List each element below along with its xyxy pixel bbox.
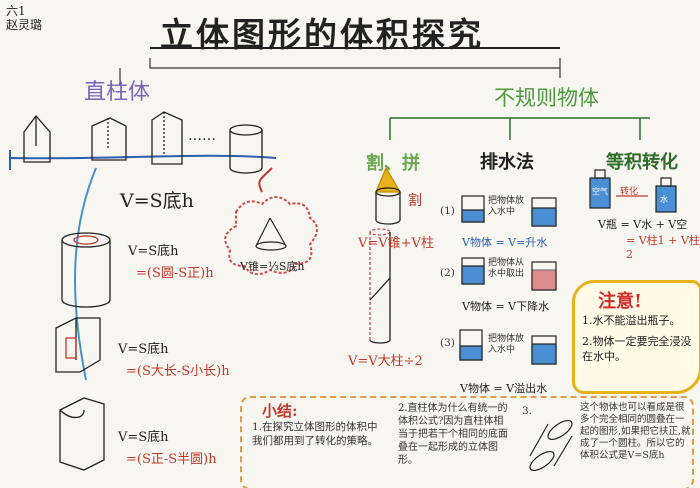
cone-shape bbox=[255, 217, 287, 251]
red-arrow bbox=[258, 167, 273, 193]
cut-prism bbox=[59, 397, 105, 471]
bottle-water-label: 水 bbox=[660, 195, 668, 204]
sub-cut: 割、拼 bbox=[366, 153, 420, 174]
water-step1-text: 把物体放入水中 bbox=[488, 196, 525, 217]
formula-b2: =(S大长-S小长)h bbox=[126, 364, 230, 379]
summary-point1: 1.在探究立体图形的体积中我们都用到了转化的策略。 bbox=[252, 421, 378, 447]
equal-arrow-label: 转化 bbox=[620, 187, 639, 197]
cloud-shape bbox=[224, 196, 318, 276]
student-name: 赵灵璐 bbox=[6, 18, 43, 32]
summary-title: 小结: bbox=[262, 402, 298, 420]
formula-c1: V=S底h bbox=[118, 430, 169, 445]
cut-formula2: V=V大柱÷2 bbox=[348, 354, 423, 369]
hollow-cylinder bbox=[61, 232, 111, 308]
water-containers bbox=[459, 195, 557, 365]
bottles bbox=[589, 169, 677, 213]
formula-b1: V=S底h bbox=[118, 342, 169, 357]
hollow-box bbox=[55, 317, 101, 373]
note-item1: 1.水不能溢出瓶子。 bbox=[582, 314, 681, 327]
note-box bbox=[572, 280, 700, 394]
summary-point3: 这个物体也可以看成是很多个完全相同的圆叠在一起的图形,如果把它扶正,就成了一个圆… bbox=[580, 402, 691, 461]
water-step3-text: 把物体放入水中 bbox=[488, 334, 525, 355]
top-connector bbox=[149, 58, 561, 69]
summary-point2: 2.直柱体为什么有统一的体积公式?因为直柱体相当于把若干个相同的底面叠在一起形成… bbox=[398, 403, 508, 466]
slanted-cylinder bbox=[529, 419, 573, 472]
note-title: 注意! bbox=[598, 291, 642, 312]
cut-label: 割 bbox=[408, 193, 422, 209]
equal-formula2: = V柱1 + V柱2 bbox=[626, 234, 700, 261]
bottle-air-label: 空气 bbox=[592, 187, 608, 196]
water-step2-text: 把物体从水中取出 bbox=[488, 258, 525, 279]
blue-arrow bbox=[74, 167, 97, 381]
water-step1-num: (1) bbox=[440, 205, 455, 217]
note-item2: 2.物体一定要完全浸没在水中。 bbox=[582, 335, 692, 363]
equal-formula1: V瓶 = V水 + V空 bbox=[598, 218, 688, 231]
page-title: 立体图形的体积探究 bbox=[160, 15, 484, 54]
water-step3-num: (3) bbox=[440, 337, 455, 349]
formula-cone: V锥=⅓S底h bbox=[240, 260, 305, 273]
ellipsis: …… bbox=[188, 128, 216, 144]
formula-c2: =(S正-S半圆)h bbox=[126, 452, 217, 467]
sub-equal: 等积转化 bbox=[606, 152, 678, 173]
water-step2-num: (2) bbox=[440, 267, 455, 279]
cut-formula1: V=V锥+V柱 bbox=[358, 236, 434, 251]
branch-prism-title: 直柱体 bbox=[84, 80, 151, 105]
sliced-cylinder bbox=[369, 228, 391, 344]
class-info: 六1 赵灵璐 bbox=[6, 4, 42, 32]
cone-cylinder bbox=[375, 166, 402, 225]
formula-a2: =(S圆-S正)h bbox=[136, 266, 214, 281]
formula-a1: V=S底h bbox=[128, 244, 179, 259]
water-formula2: V物体 = V下降水 bbox=[462, 300, 550, 313]
summary-box bbox=[240, 396, 694, 488]
summary-point3-num: 3. bbox=[522, 405, 533, 417]
formula-main: V=S底h bbox=[120, 190, 194, 212]
water-formula3: V物体 = V溢出水 bbox=[460, 382, 548, 395]
water-formula1: V物体 = V=升水 bbox=[462, 236, 548, 249]
branch-irregular-title: 不规则物体 bbox=[494, 86, 599, 110]
class-name: 六1 bbox=[6, 4, 26, 18]
sub-water: 排水法 bbox=[480, 152, 534, 173]
prism-shapes bbox=[23, 111, 263, 174]
